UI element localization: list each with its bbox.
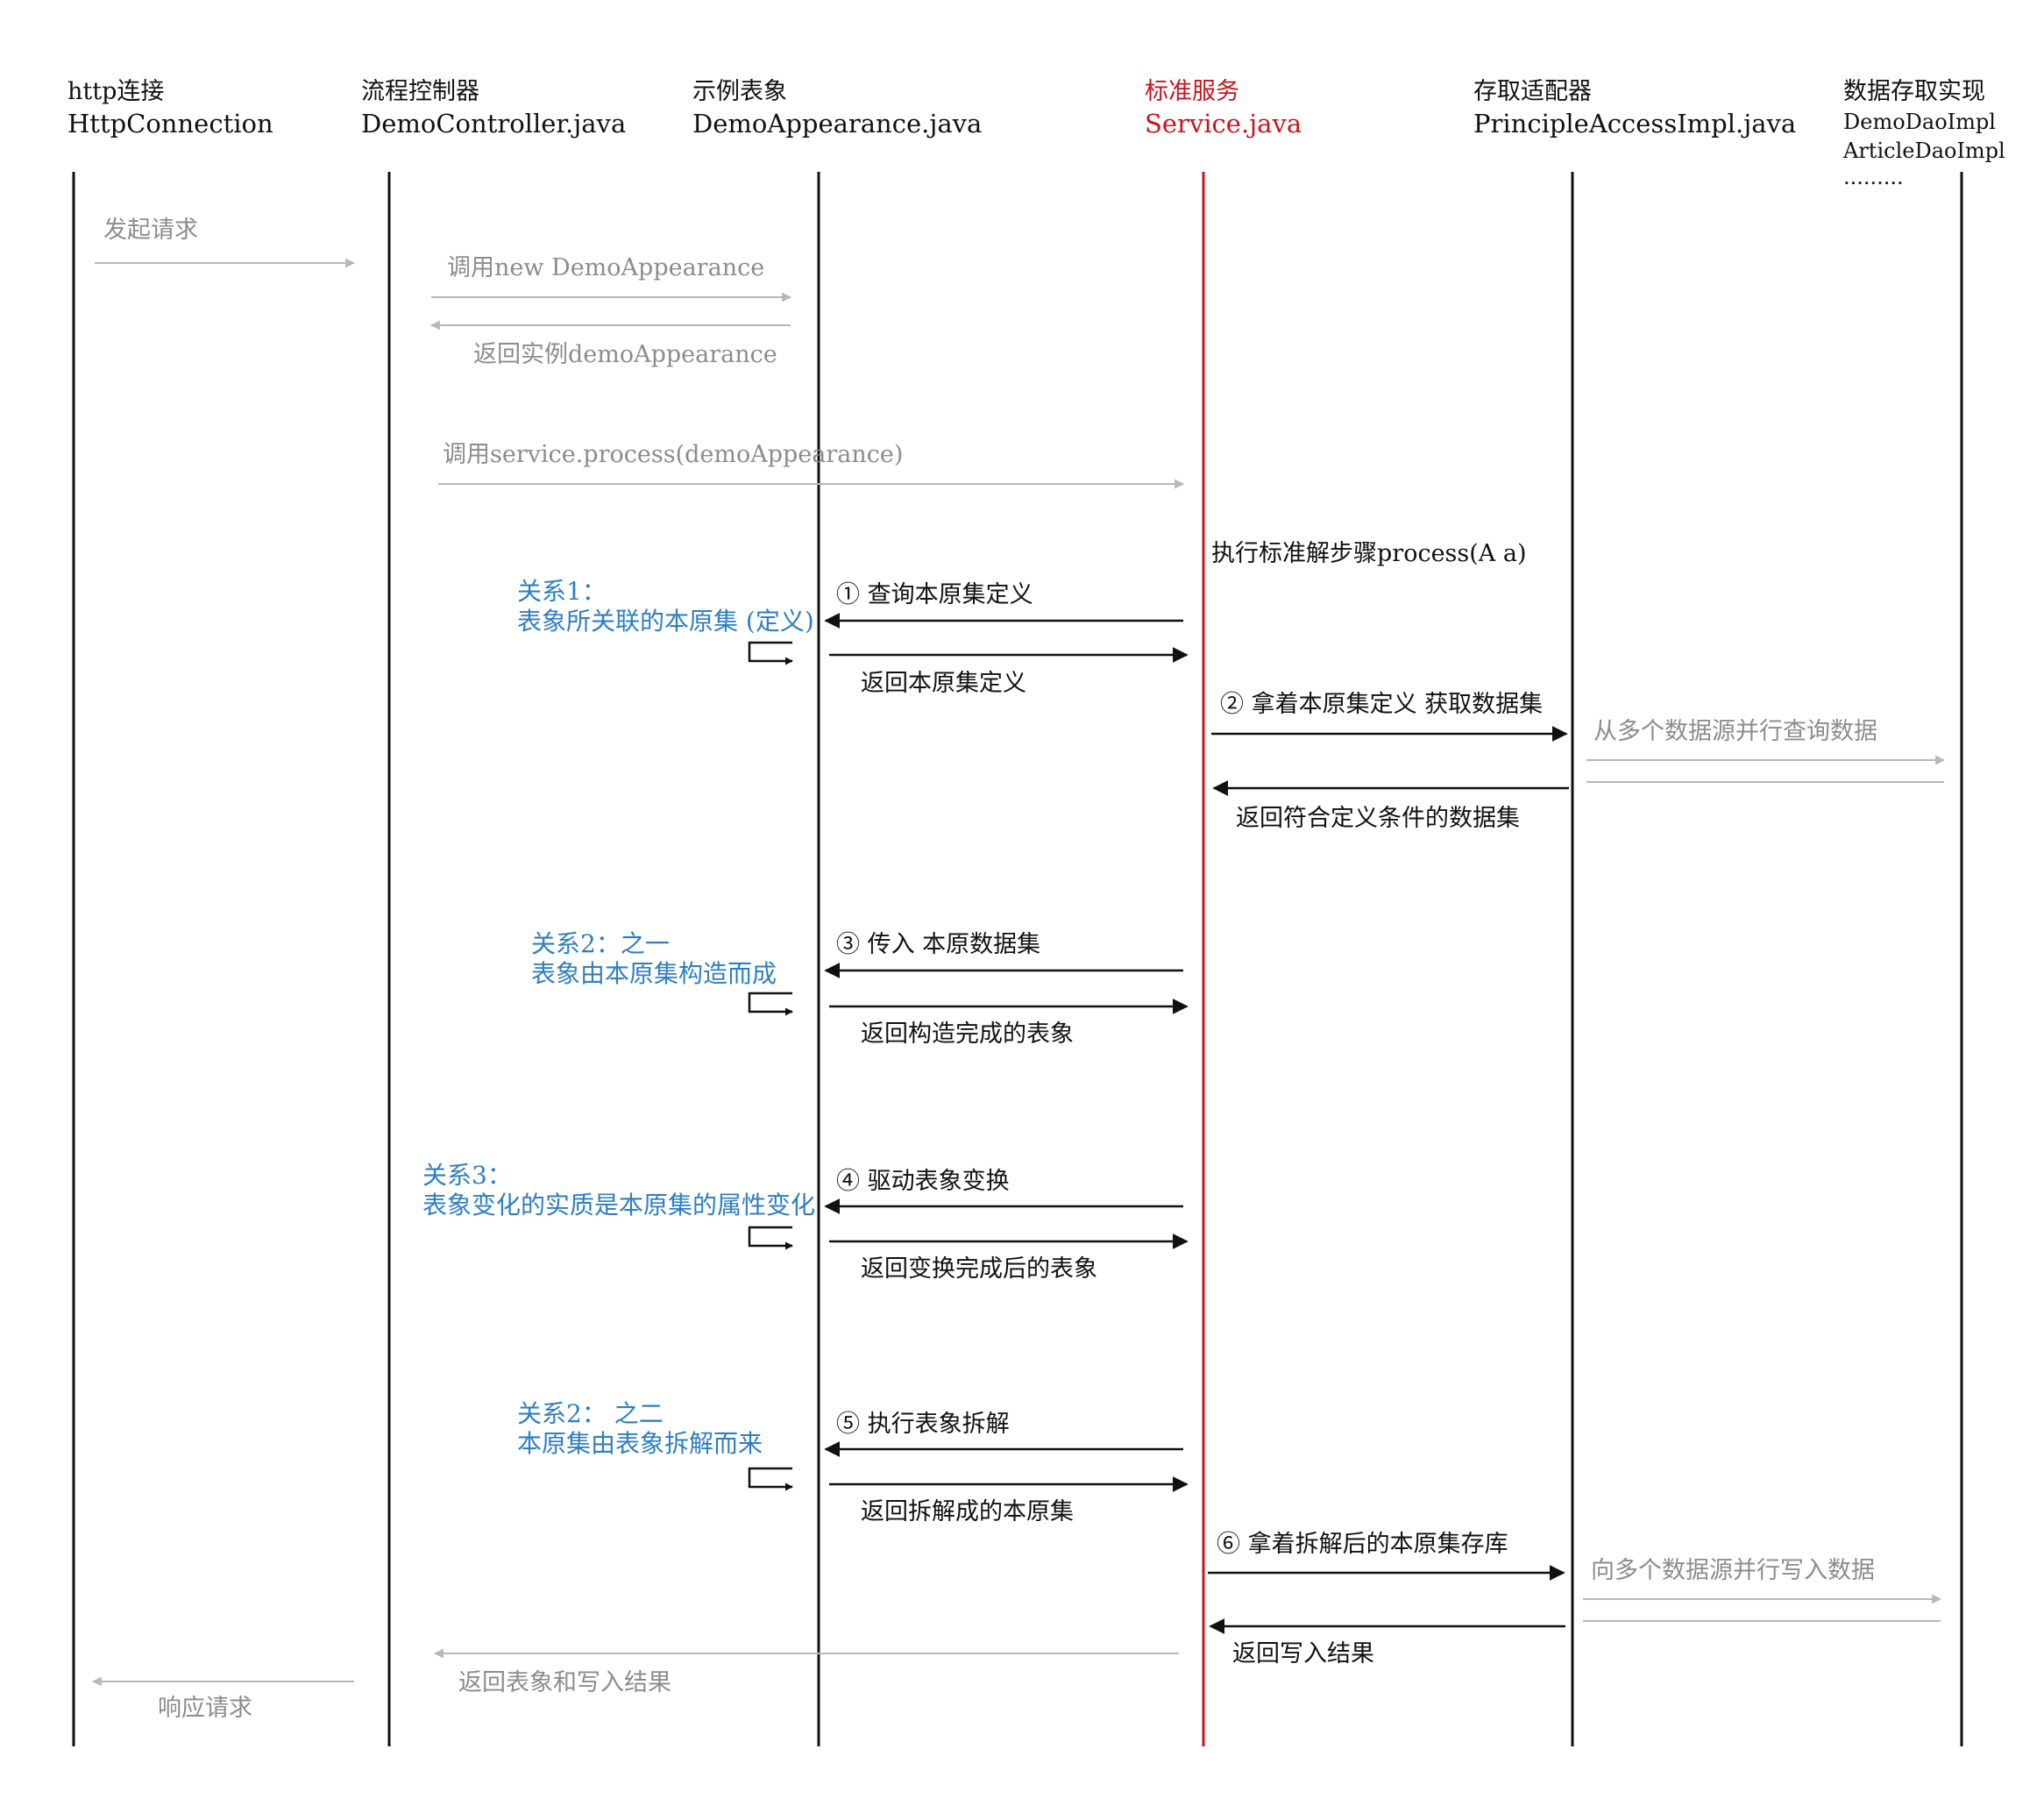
participant-controller: 流程控制器 DemoController.java — [361, 78, 626, 139]
msg-step4: ④ 驱动表象变换 — [836, 1168, 1010, 1195]
participant-dao-impl-2: ArticleDaoImpl — [1842, 139, 2005, 163]
msg-step5: ⑤ 执行表象拆解 — [836, 1411, 1010, 1438]
participant-controller-label-en: DemoController.java — [361, 109, 626, 139]
note-rel2b-title: 关系2： 之二 — [517, 1399, 664, 1428]
msg-return-instance: 返回实例demoAppearance — [473, 341, 777, 368]
note-rel1-text: 表象所关联的本原集 (定义) — [517, 607, 814, 636]
participant-adapter-label-cn: 存取适配器 — [1473, 78, 1592, 105]
participant-controller-label-cn: 流程控制器 — [361, 78, 479, 105]
msg-exec-steps: 执行标准解步骤process(A a) — [1211, 540, 1527, 567]
msg-step2-return: 返回符合定义条件的数据集 — [1236, 805, 1520, 832]
participant-dao-impl-1: DemoDaoImpl — [1843, 110, 1996, 134]
msg-call-new: 调用new DemoAppearance — [447, 254, 764, 281]
participant-service-label-en: Service.java — [1145, 109, 1302, 139]
note-rel3-title: 关系3： — [422, 1161, 512, 1190]
msg-step6-return: 返回写入结果 — [1232, 1640, 1374, 1667]
msg-step6: ⑥ 拿着拆解后的本原集存库 — [1217, 1531, 1508, 1558]
participant-service: 标准服务 Service.java — [1145, 78, 1302, 139]
msg-respond: 响应请求 — [158, 1695, 252, 1722]
note-rel1-title: 关系1： — [517, 577, 607, 606]
msg-step6-parallel: 向多个数据源并行写入数据 — [1591, 1557, 1875, 1584]
participant-adapter: 存取适配器 PrincipleAccessImpl.java — [1473, 78, 1796, 139]
participant-http-label-cn: http连接 — [67, 78, 164, 105]
participant-adapter-label-en: PrincipleAccessImpl.java — [1473, 109, 1796, 139]
msg-step3: ③ 传入 本原数据集 — [836, 931, 1040, 958]
participant-http-label-en: HttpConnection — [67, 109, 273, 139]
msg-call-process: 调用service.process(demoAppearance) — [443, 441, 903, 468]
note-rel2a-title: 关系2：之一 — [531, 929, 670, 958]
msg-send-request: 发起请求 — [103, 217, 198, 244]
self-call-icon-rel3 — [748, 1226, 793, 1250]
note-rel3-text: 表象变化的实质是本原集的属性变化 — [422, 1191, 815, 1219]
msg-step2-parallel: 从多个数据源并行查询数据 — [1593, 718, 1877, 745]
participant-dao: 数据存取实现 DemoDaoImpl ArticleDaoImpl ......… — [1842, 78, 2005, 189]
self-call-icon-rel1 — [748, 641, 793, 665]
participant-service-label-cn: 标准服务 — [1145, 78, 1239, 105]
note-rel2a-text: 表象由本原集构造而成 — [531, 959, 777, 988]
participant-appearance-label-en: DemoAppearance.java — [692, 109, 982, 139]
note-rel2b-text: 本原集由表象拆解而来 — [517, 1429, 763, 1458]
msg-step5-return: 返回拆解成的本原集 — [861, 1498, 1074, 1525]
participant-appearance: 示例表象 DemoAppearance.java — [692, 78, 982, 139]
participant-dao-label-cn: 数据存取实现 — [1843, 78, 1985, 105]
msg-step4-return: 返回变换完成后的表象 — [861, 1255, 1097, 1283]
self-call-icon-rel2b — [748, 1467, 793, 1491]
participant-http: http连接 HttpConnection — [67, 78, 273, 139]
msg-step3-return: 返回构造完成的表象 — [861, 1020, 1074, 1048]
self-call-icon-rel2a — [748, 992, 793, 1016]
msg-step2: ② 拿着本原集定义 获取数据集 — [1220, 691, 1543, 718]
msg-step1-return: 返回本原集定义 — [861, 670, 1026, 697]
msg-return-appearance: 返回表象和写入结果 — [458, 1669, 671, 1696]
participant-dao-impl-more: ......... — [1843, 165, 1904, 189]
msg-step1: ① 查询本原集定义 — [836, 581, 1033, 608]
participant-appearance-label-cn: 示例表象 — [692, 78, 787, 105]
